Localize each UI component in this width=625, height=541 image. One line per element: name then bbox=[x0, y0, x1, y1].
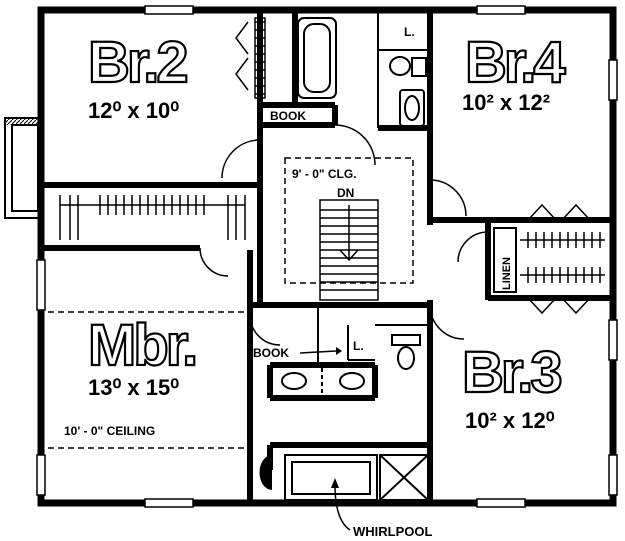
book-arrow-head bbox=[336, 347, 342, 355]
ceiling-outline bbox=[284, 157, 414, 284]
room-size-br3: 10² x 12⁰ bbox=[465, 408, 555, 433]
windows bbox=[36, 5, 618, 508]
room-size-br4: 10² x 12² bbox=[462, 90, 550, 115]
bath-fixtures-master bbox=[281, 334, 429, 501]
book-label-top: BOOK bbox=[270, 109, 306, 123]
exterior-walls bbox=[37, 6, 617, 507]
closet-br2 bbox=[235, 17, 266, 99]
whirlpool-arrow-head bbox=[331, 478, 339, 488]
book-label-mid: BOOK bbox=[253, 346, 289, 360]
thin-partitions bbox=[317, 10, 430, 365]
chimney bbox=[4, 117, 42, 219]
room-name-br3: Br.3 bbox=[462, 340, 561, 405]
bathtub bbox=[297, 17, 337, 99]
room-size-br2: 12⁰ x 10⁰ bbox=[88, 98, 179, 123]
linen-label-mid: L. bbox=[353, 339, 364, 353]
ceiling-label: 9' - 0" CLG. bbox=[292, 167, 357, 181]
room-name-mbr: Mbr. bbox=[88, 313, 195, 378]
whirlpool-label: WHIRLPOOL bbox=[353, 524, 432, 539]
room-size-mbr: 13⁰ x 15⁰ bbox=[88, 375, 179, 400]
closet-br3 bbox=[520, 203, 605, 315]
room-name-br2: Br.2 bbox=[88, 30, 186, 95]
room-note-mbr: 10' - 0" CEILING bbox=[64, 424, 155, 438]
whirlpool-leader bbox=[334, 484, 351, 531]
stairs bbox=[319, 199, 379, 301]
closet-hall bbox=[59, 195, 246, 240]
ceiling-dashes bbox=[48, 311, 245, 449]
linen-closet-label: LINEN bbox=[501, 257, 513, 290]
stair-dn-label: DN bbox=[337, 186, 354, 200]
linen-label-top: L. bbox=[404, 25, 415, 39]
bath-fixtures-top bbox=[389, 56, 427, 127]
linen-closet bbox=[493, 227, 517, 293]
step-icon bbox=[259, 455, 272, 490]
interior-walls bbox=[41, 10, 613, 503]
book-arrow bbox=[299, 350, 337, 354]
room-name-br4: Br.4 bbox=[465, 30, 565, 95]
doors bbox=[199, 124, 489, 346]
